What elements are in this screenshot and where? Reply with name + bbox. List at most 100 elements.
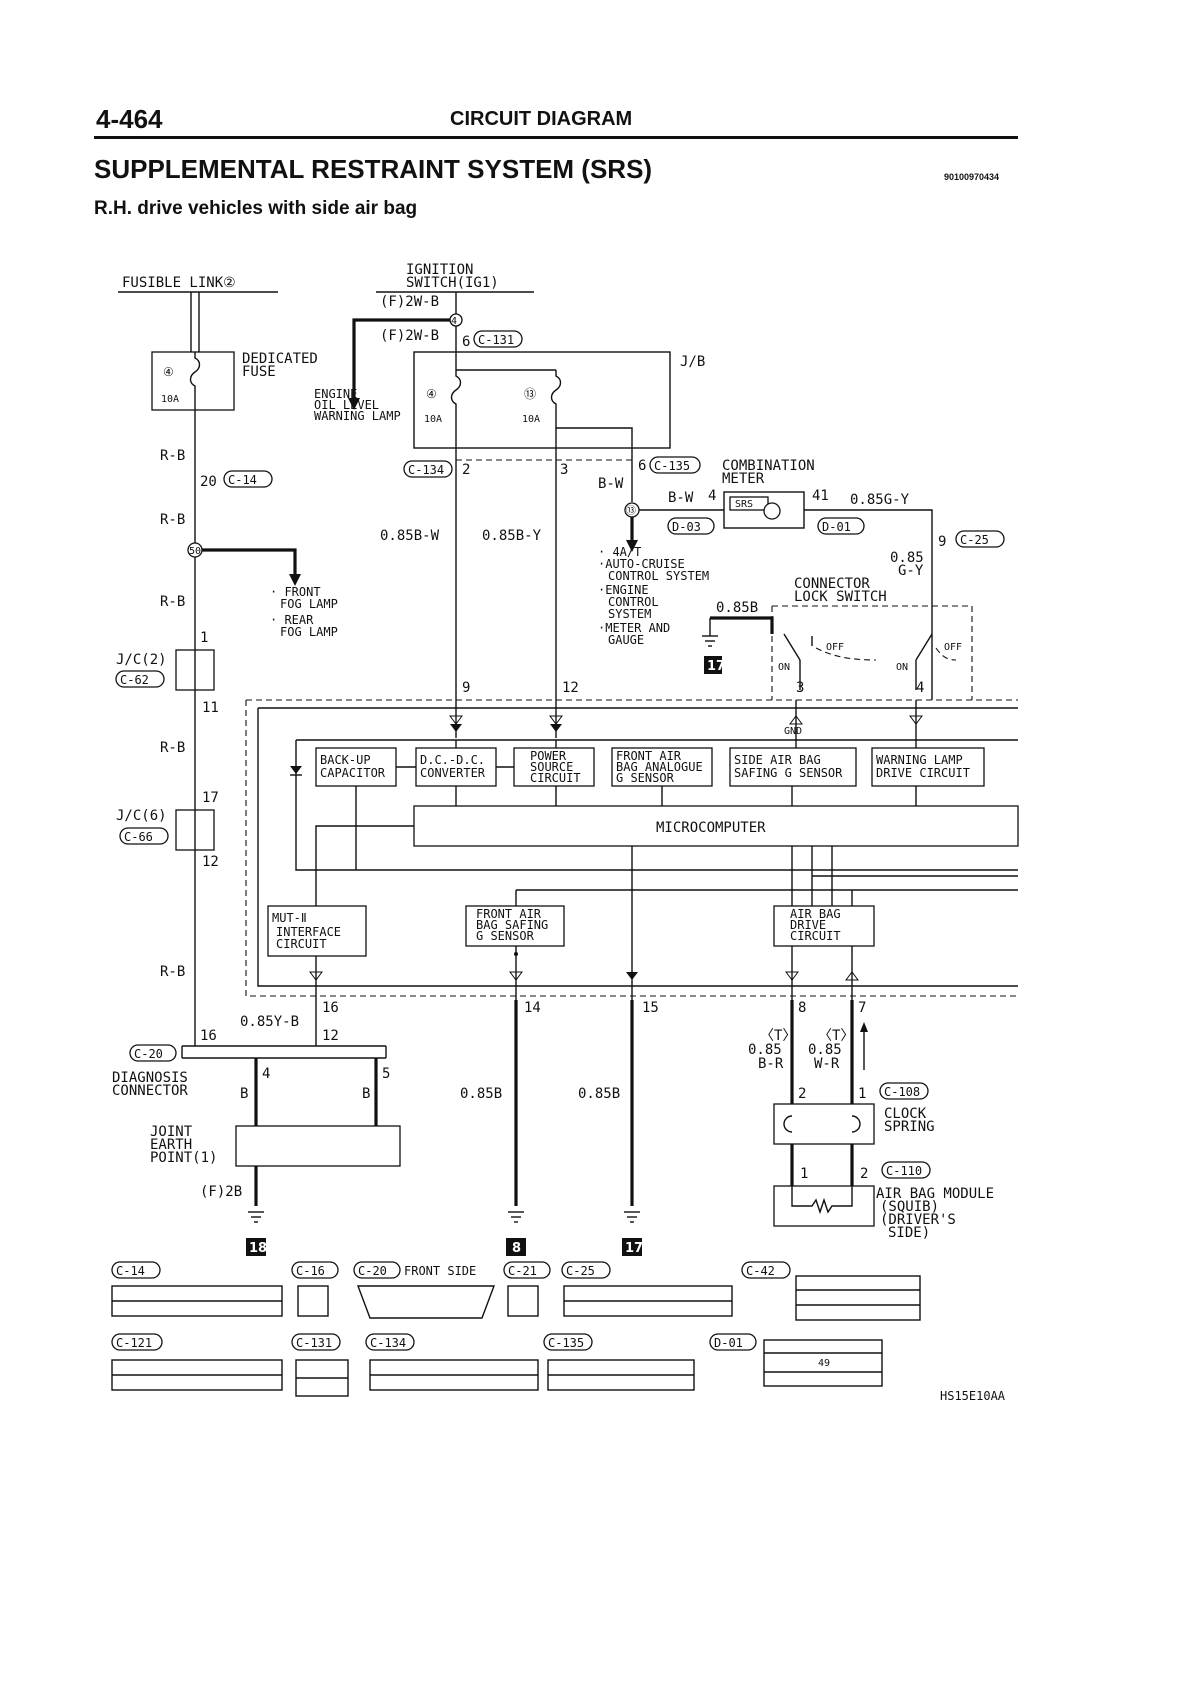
figure-code: HS15E10AA [940,1389,1006,1403]
diagram-label: BAG SAFING [476,918,548,932]
diagram-label: C-131 [296,1336,332,1350]
diagram-label: SYSTEM [608,607,651,621]
backup-capacitor-block [315,747,397,787]
lock-switch-ground-wire [710,616,774,634]
side-safing-g-block [729,747,857,787]
diagram-polygon [449,715,463,725]
diagram-polygon [348,398,360,410]
diagram-label: B [240,1086,248,1102]
diagram-rect [291,1333,341,1351]
diagram-path [514,1000,634,1206]
diagram-rect [115,670,165,688]
diagram-label: 3 [796,680,804,696]
diagram-label: COMBINATION [722,458,815,474]
diagram-path [315,825,414,906]
connector-c42-face [795,1275,921,1321]
front-safing-g-block [465,905,565,947]
diagram-label: B-W [598,476,624,492]
diagram-label: C-25 [566,1264,595,1278]
diagram-rect [119,827,169,845]
diagram-label: C-20 [134,1047,163,1061]
diagram-path [790,1144,854,1186]
diagram-label: C-42 [746,1264,775,1278]
diagram-label: BACK-UP [320,753,371,767]
diagram-rect [543,1333,593,1351]
diagram-label: · FRONT [270,585,321,599]
diagram-label: 0.85B [716,600,758,616]
diagram-rect [649,456,701,474]
diagram-polygon [509,971,523,981]
diagram-polygon [785,971,799,981]
page-number: 4-464 [96,104,163,134]
diagram-label: 0.85 [748,1042,782,1058]
diagram-label: INTERFACE [276,925,341,939]
diagram-path [815,647,957,661]
diagram-label: 〈T〉 [818,1028,854,1044]
diagram-label: 7 [858,1000,866,1016]
diagram-label: POINT(1) [150,1150,217,1166]
diagram-label: DRIVE CIRCUIT [876,766,970,780]
diagram-path [257,707,1018,987]
diagram-rect [881,1161,931,1179]
diagram-label: 10A [161,394,179,405]
connector-d01-face [763,1339,883,1387]
diagram-label: R-B [160,594,185,610]
diagram-label: SIDE AIR BAG [734,753,821,767]
diagram-circle [514,952,518,956]
diagram-label: CAPACITOR [320,766,386,780]
diagram-label: 10A [424,414,442,425]
diagram-label: CONVERTER [420,766,486,780]
diagram-label: (F)2W-B [380,328,439,344]
diagram-label: (DRIVER'S [880,1212,956,1228]
diagram-label: 6 [462,334,470,350]
diagram-label: 0.85B-Y [482,528,542,544]
diagram-label: ·AUTO-CRUISE [598,557,685,571]
front-analogue-g-block [611,747,713,787]
diagram-polygon [909,715,923,725]
diagram-label: 16 [200,1028,217,1044]
diagram-label: G SENSOR [476,929,535,943]
mut-interface-block [267,905,367,957]
diagram-label: 12 [202,854,219,870]
diagram-rect [955,530,1005,548]
diagram-rect [473,330,523,348]
diagram-label: 2 [860,1166,868,1182]
dedicated-fuse-box [151,351,235,411]
airbag-drive-block [773,905,875,947]
diagram-label: 0.85B [460,1086,502,1102]
diagram-label: C-62 [120,673,149,687]
diagram-label: C-16 [296,1264,325,1278]
diagram-polygon [789,715,803,725]
diagram-label: R-B [160,964,185,980]
diagram-label: B-W [668,490,694,506]
diagram-path [245,699,1018,997]
diagram-label: C-135 [654,459,690,473]
page-title: SUPPLEMENTAL RESTRAINT SYSTEM (SRS) [94,154,653,184]
diagram-label: C-14 [116,1264,145,1278]
diagram-label: GAUGE [608,633,644,647]
ground-18-badge [246,1238,266,1256]
diagram-label: ④ [426,387,437,401]
diagram-label: C-20 [358,1264,387,1278]
diagram-label: ⑬ [524,387,536,401]
diagram-label: WARNING LAMP [876,753,963,767]
diagram-label: ON [896,662,908,673]
diagram-rect [403,460,453,478]
diagram-rect [365,1333,415,1351]
diagram-label: 1 [200,630,208,646]
diagram-path [450,370,462,448]
diagram-label: CONNECTOR [794,576,870,592]
diagram-label: SOURCE [530,760,573,774]
diagram-rect [561,1261,611,1279]
diagram-label: 9 [938,534,946,550]
diagram-label: 5 [382,1066,390,1082]
diagnosis-connector-bar [181,1045,387,1059]
diagram-rect [223,470,273,488]
diagram-label: 14 [524,1000,541,1016]
header-rule [94,136,1018,139]
diagram-label: B [362,1086,370,1102]
diagram-label: 50 [189,546,201,557]
diagram-label: 0.85Y-B [240,1014,299,1030]
diagram-label: C-110 [886,1164,922,1178]
